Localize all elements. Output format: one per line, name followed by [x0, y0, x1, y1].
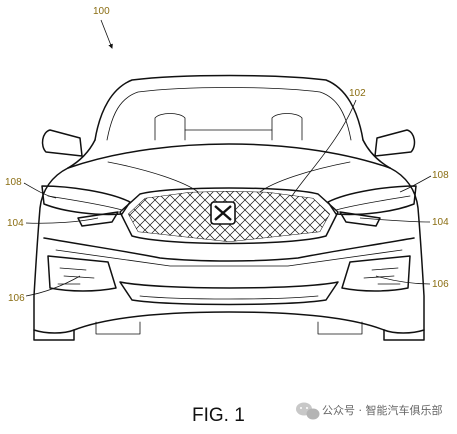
mirror-right — [374, 129, 416, 157]
label-grille: 102 — [349, 88, 366, 99]
foglight-left — [47, 255, 117, 292]
mirror-left — [41, 129, 83, 157]
lamp-left — [77, 211, 119, 227]
foglight-right — [341, 255, 411, 292]
car-front-view — [33, 74, 425, 341]
label-overall: 100 — [93, 6, 110, 17]
headlight-right — [327, 185, 417, 216]
watermark: 公众号 · 智能汽车俱乐部 — [296, 402, 443, 420]
label-foglight-right: 106 — [432, 279, 449, 290]
leader-headlight-right — [399, 175, 432, 193]
leader-lamp-right — [359, 217, 431, 223]
leader-foglight-left — [25, 275, 81, 297]
label-lamp-left: 104 — [7, 218, 24, 229]
watermark-text: 公众号 · 智能汽车俱乐部 — [322, 403, 443, 417]
headlight-left — [41, 185, 131, 216]
leader-headlight-left — [23, 182, 57, 199]
wechat-icon — [296, 402, 320, 420]
leader-lamp-left — [25, 217, 99, 224]
leader-foglight-right — [375, 275, 431, 285]
leader-grille — [291, 99, 357, 197]
figure-caption: FIG. 1 — [192, 405, 245, 426]
grille — [119, 187, 339, 245]
label-foglight-left: 106 — [8, 293, 25, 304]
label-headlight-left: 108 — [5, 177, 22, 188]
arrow-overall — [100, 19, 113, 49]
label-lamp-right: 104 — [432, 217, 449, 228]
label-headlight-right: 108 — [432, 170, 449, 181]
lamp-right — [339, 211, 381, 227]
